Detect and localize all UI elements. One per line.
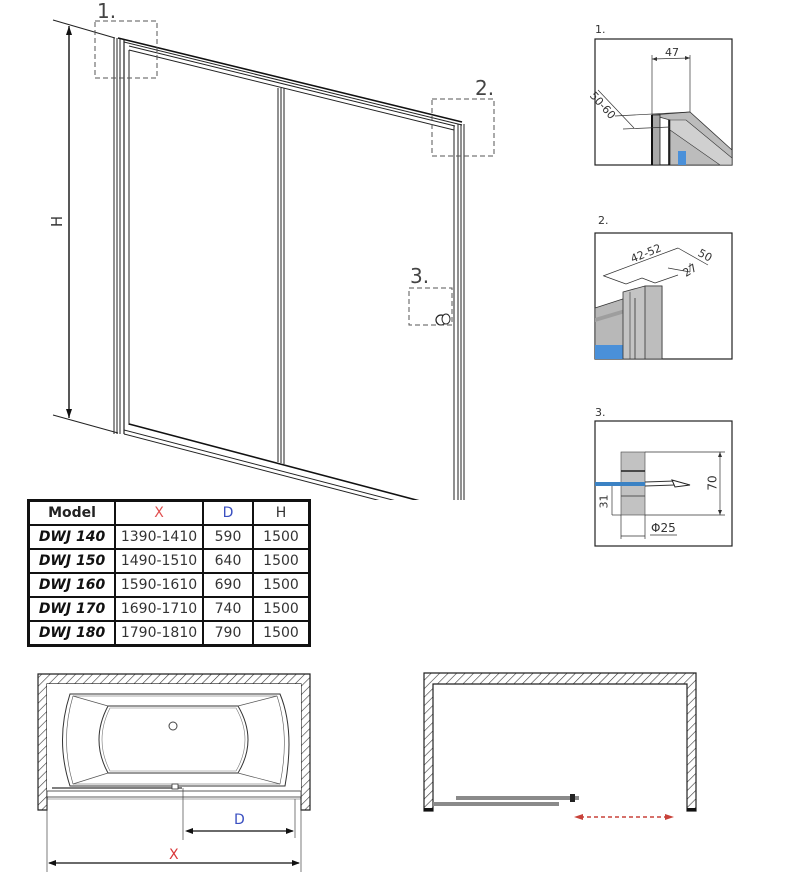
detail-2-drawing (594, 232, 733, 360)
total-width-label-x: X (169, 847, 179, 863)
table-header-row: Model X D H (29, 501, 309, 525)
table-row: DWJ 170 1690-1710 740 1500 (29, 597, 309, 621)
plan-view-bath: D X (30, 660, 330, 875)
plan-view-opening (410, 660, 710, 840)
cell-x: 1690-1710 (115, 597, 203, 621)
spec-table: Model X D H DWJ 140 1390-1410 590 1500 D… (27, 499, 311, 647)
detail-3-dim-70: 70 (705, 475, 720, 491)
cell-x: 1790-1810 (115, 621, 203, 645)
detail-3-drawing (594, 420, 733, 547)
table-row: DWJ 150 1490-1510 640 1500 (29, 549, 309, 573)
cell-model: DWJ 140 (29, 525, 115, 549)
main-elevation-view: H 1. 2. 3. (0, 0, 520, 500)
detail-1-drawing (594, 38, 733, 166)
cell-d: 740 (203, 597, 253, 621)
cell-x: 1390-1410 (115, 525, 203, 549)
cell-d: 690 (203, 573, 253, 597)
cell-h: 1500 (253, 621, 309, 645)
detail-2-number: 2. (598, 214, 609, 227)
table-row: DWJ 140 1390-1410 590 1500 (29, 525, 309, 549)
cell-d: 590 (203, 525, 253, 549)
detail-3-dim-31: 31 (597, 494, 611, 509)
cell-model: DWJ 150 (29, 549, 115, 573)
cell-model: DWJ 170 (29, 597, 115, 621)
cell-x: 1590-1610 (115, 573, 203, 597)
detail-1-dim-47: 47 (665, 46, 679, 59)
header-x: X (115, 501, 203, 525)
cell-model: DWJ 160 (29, 573, 115, 597)
table-row: DWJ 160 1590-1610 690 1500 (29, 573, 309, 597)
detail-3-dim-phi25: Φ25 (651, 521, 676, 535)
header-model: Model (29, 501, 115, 525)
detail-1-panel: 1. 47 50-60 (587, 20, 790, 170)
cell-d: 790 (203, 621, 253, 645)
bathtub-plan-drawing (37, 673, 311, 872)
callout-1-label: 1. (97, 0, 117, 23)
detail-2-panel: 2. 42-52 50 27 (590, 210, 790, 370)
callout-2-label: 2. (475, 76, 495, 100)
cell-h: 1500 (253, 573, 309, 597)
table-row: DWJ 180 1790-1810 790 1500 (29, 621, 309, 645)
sliding-door-drawing (52, 19, 495, 500)
detail-1-number: 1. (595, 23, 606, 36)
opening-plan-drawing (423, 672, 697, 820)
cell-d: 640 (203, 549, 253, 573)
height-label: H (48, 215, 67, 228)
cell-x: 1490-1510 (115, 549, 203, 573)
cell-model: DWJ 180 (29, 621, 115, 645)
cell-h: 1500 (253, 525, 309, 549)
detail-3-number: 3. (595, 406, 606, 419)
cell-h: 1500 (253, 597, 309, 621)
header-h: H (253, 501, 309, 525)
cell-h: 1500 (253, 549, 309, 573)
opening-width-label-d: D (234, 812, 245, 828)
header-d: D (203, 501, 253, 525)
detail-3-panel: 3. 70 31 Φ25 (590, 400, 790, 550)
callout-3-label: 3. (410, 264, 430, 288)
